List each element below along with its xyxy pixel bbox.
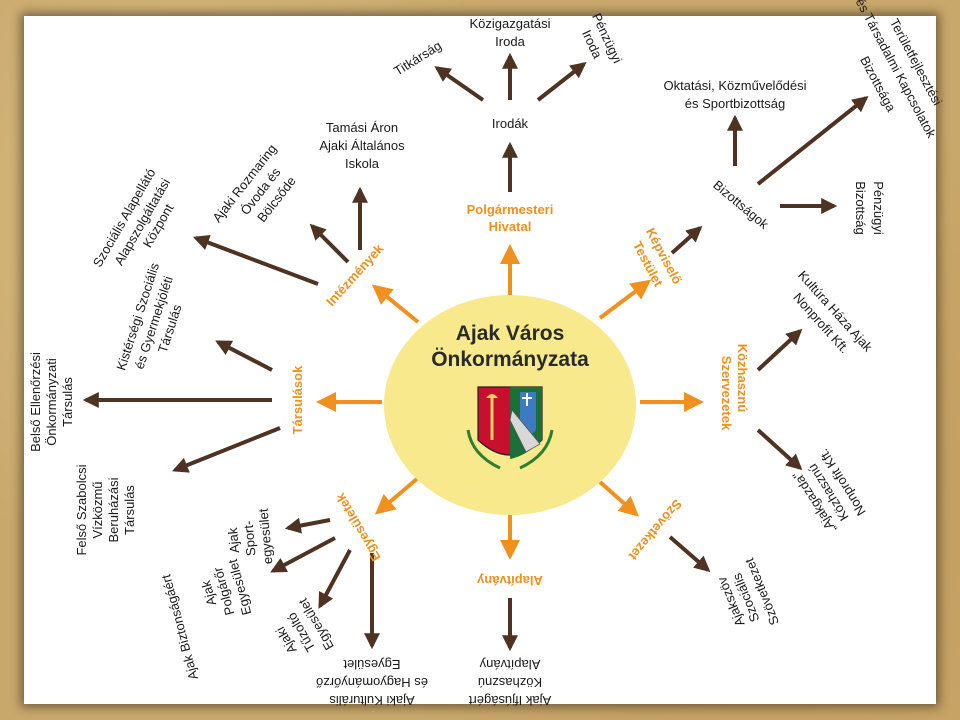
- cat-hivatal-line2: Hivatal: [489, 219, 532, 234]
- leaf-kulturalis-3: Egyesület: [343, 657, 400, 672]
- arrow-kepviselo-bizottsagok: [670, 225, 703, 255]
- leaf-belso-3: Társulás: [60, 377, 75, 427]
- cat-intezmenyek: Intézmények: [323, 240, 387, 309]
- arrow-irodak-titkarsag: [434, 66, 485, 102]
- leaf-sport-2: Sport-: [241, 520, 259, 557]
- leaf-penzugyi-biz-1: Pénzügyi: [871, 181, 886, 235]
- cat-kozhasznu-line1: Közhasznú: [735, 344, 750, 413]
- leaf-penzugyi-biz-2: Bizottság: [853, 181, 868, 234]
- leaf-tamasi-2: Ajaki Általános: [319, 138, 405, 153]
- cat-szovetkezet: Szövetkezet: [625, 497, 685, 564]
- leaf-felso-1: Felső Szabolcsi: [74, 464, 89, 555]
- arrow-szov-ajakszov: [668, 535, 711, 573]
- leaf-ifjusag-3: Alapítvány: [479, 657, 540, 672]
- leaf-ifjusag-2: Közhasznú: [478, 675, 542, 690]
- center-title-line1: Ajak Város: [456, 322, 565, 345]
- arrow-egy-polgaror: [270, 536, 336, 573]
- center-node: Ajak Város Önkormányzata: [384, 295, 636, 515]
- cat-alapitvany: Alapítvány: [476, 573, 543, 588]
- leaf-felso-3: Beruházási: [106, 477, 121, 542]
- arrow-to-egyesuletek: [374, 476, 420, 515]
- leaf-sport-3: egyesület: [256, 508, 276, 565]
- arrow-egy-sport: [284, 517, 331, 534]
- arrow-egy-tuzolto: [318, 549, 352, 609]
- leaf-tamasi-3: Iskola: [345, 156, 380, 171]
- leaf-titkarsag: Titkárság: [391, 38, 444, 79]
- leaf-belso-1: Belső Ellenőrzési: [28, 352, 43, 452]
- cat-egyesuletek: Egyesületek: [332, 490, 383, 564]
- arrow-int-szocialis: [193, 235, 319, 286]
- leaf-ifjusag-1: Ajak Ifjúságért: [468, 693, 551, 708]
- arrow-biz-teruletfejl: [756, 96, 869, 186]
- brown-arrows: [82, 52, 869, 652]
- arrow-irodak-penzugyi: [536, 62, 587, 102]
- orange-arrows: [316, 244, 704, 560]
- arrow-to-kepviselo: [598, 279, 652, 320]
- leaf-biztonsagert: Ajak Biztonságáért: [158, 573, 201, 682]
- arrow-kozhasznu-kultura: [756, 328, 803, 372]
- sub-bizottsagok: Bizottságok: [710, 177, 772, 232]
- coat-of-arms-icon: [466, 386, 554, 470]
- leaf-felso-4: Társulás: [122, 485, 137, 535]
- leaf-belso-2: Önkormányzati: [44, 358, 59, 446]
- leaf-oktatasi-2: és Sportbizottság: [685, 96, 785, 111]
- arrow-to-szovetkezet: [598, 480, 639, 517]
- arrow-kozhasznu-ajakgazda: [756, 428, 803, 471]
- cat-tarsulasok: Társulások: [290, 365, 305, 434]
- leaf-kozigazgatasi-2: Iroda: [495, 34, 525, 49]
- leaf-kulturalis-2: és Hagyományőrző: [316, 675, 428, 690]
- leaf-oktatasi-1: Oktatási, Közművelődési: [663, 78, 806, 93]
- arrow-tars-felso: [172, 426, 281, 473]
- arrow-to-intezmenyek: [371, 284, 420, 324]
- leaf-felso-2: Vízközmű: [90, 481, 105, 538]
- leaf-polgaror-1: Ajak: [198, 579, 219, 608]
- arrow-int-rozmaring: [309, 223, 350, 264]
- arrow-tars-kisterseg: [215, 340, 273, 372]
- leaf-kulturalis-1: Ajaki Kulturális: [329, 693, 415, 708]
- cat-kozhasznu-line2: Szervezetek: [719, 356, 734, 431]
- leaf-tamasi-1: Tamási Áron: [326, 120, 398, 135]
- leaf-kozigazgatasi-1: Közigazgatási: [470, 16, 551, 31]
- cat-hivatal-line1: Polgármesteri: [467, 202, 554, 217]
- center-title-line2: Önkormányzata: [431, 348, 589, 371]
- sub-irodak: Irodák: [492, 116, 529, 131]
- leaf-sport-1: Ajak: [225, 527, 242, 554]
